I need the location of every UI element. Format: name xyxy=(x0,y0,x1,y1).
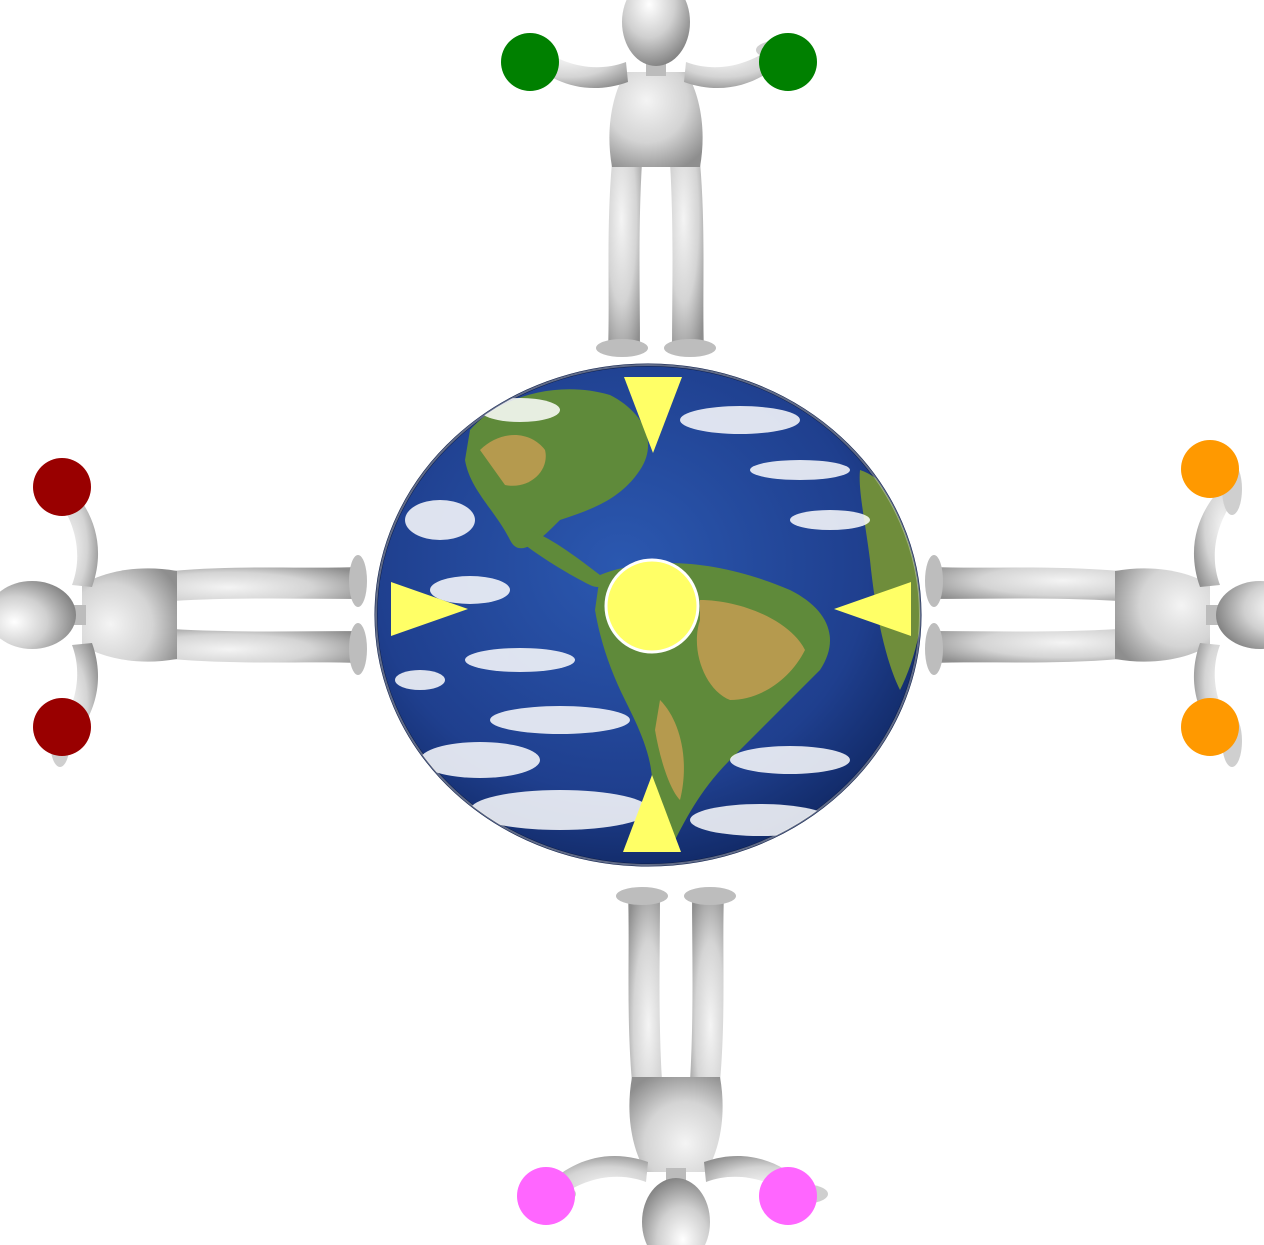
ball-right-top xyxy=(1181,440,1239,498)
figure-bottom xyxy=(517,887,828,1245)
ball-left-top xyxy=(33,458,91,516)
center-dot-icon xyxy=(606,560,698,652)
figure-right xyxy=(925,440,1264,767)
ball-bottom-right xyxy=(759,1167,817,1225)
ball-bottom-left xyxy=(517,1167,575,1225)
ball-top-left xyxy=(501,33,559,91)
ball-top-right xyxy=(759,33,817,91)
figure-top xyxy=(501,0,817,357)
figure-left xyxy=(0,458,367,767)
ball-right-bottom xyxy=(1181,698,1239,756)
ball-left-bottom xyxy=(33,698,91,756)
